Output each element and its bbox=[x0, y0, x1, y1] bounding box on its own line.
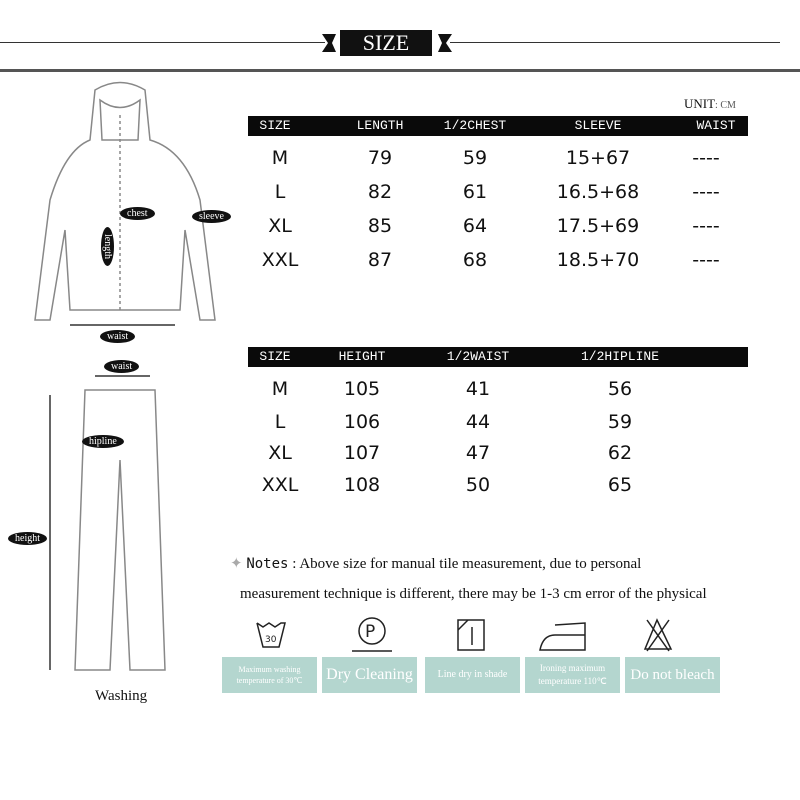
care-icons: 30 P bbox=[256, 617, 673, 652]
table-cell: 87 bbox=[367, 249, 393, 271]
washing-label: Washing bbox=[95, 688, 148, 704]
table-cell: 68 bbox=[462, 249, 488, 271]
care-ironing: Ironing maximum temperature 110℃ bbox=[525, 657, 620, 693]
care-line-dry: Line dry in shade bbox=[425, 657, 520, 693]
banner-ribbon-icon bbox=[322, 34, 452, 52]
header-length: LENGTH bbox=[356, 118, 404, 133]
table-row: L 106 44 59 bbox=[248, 407, 748, 437]
page-title: SIZE bbox=[340, 30, 432, 56]
svg-text:30: 30 bbox=[265, 635, 277, 645]
table-cell: 61 bbox=[462, 181, 488, 203]
table-cell: 15+67 bbox=[565, 147, 631, 169]
table-cell: 106 bbox=[343, 411, 381, 433]
table-cell: L bbox=[274, 181, 286, 203]
line-dry-shade-icon bbox=[457, 619, 485, 651]
garment-diagram bbox=[34, 81, 216, 671]
table-cell: 50 bbox=[465, 474, 491, 496]
table-cell: 107 bbox=[343, 442, 381, 464]
label-chest: chest bbox=[120, 207, 155, 220]
care-no-bleach: Do not bleach bbox=[625, 657, 720, 693]
unit-label: UNIT: CM bbox=[684, 96, 736, 111]
label-hipline: hipline bbox=[82, 435, 124, 448]
dry-clean-p-icon: P bbox=[352, 617, 392, 652]
table-cell: 56 bbox=[607, 378, 633, 400]
header-half-waist: 1/2WAIST bbox=[446, 349, 510, 364]
table-cell: M bbox=[271, 147, 289, 169]
table-cell: 47 bbox=[465, 442, 491, 464]
table-cell: 59 bbox=[462, 147, 488, 169]
top-table-header: SIZE LENGTH 1/2CHEST SLEEVE WAIST bbox=[248, 116, 748, 136]
notes-text-1: : Above size for manual tile measurement… bbox=[292, 556, 642, 572]
table-cell: 105 bbox=[343, 378, 381, 400]
table-cell: 64 bbox=[462, 215, 488, 237]
label-height: height bbox=[8, 532, 47, 545]
label-waist-jacket: waist bbox=[100, 330, 136, 343]
care-wash: Maximum washing temperature of 30℃ bbox=[222, 657, 317, 693]
label-sleeve: sleeve bbox=[192, 210, 231, 223]
table-cell: XL bbox=[268, 215, 292, 237]
table-cell: 85 bbox=[367, 215, 393, 237]
header-height: HEIGHT bbox=[338, 349, 386, 364]
table-cell: 79 bbox=[367, 147, 393, 169]
table-row: XXL 108 50 65 bbox=[248, 470, 748, 500]
table-row: XL 85 64 17.5+69 ---- bbox=[248, 211, 748, 241]
wash-30-icon: 30 bbox=[256, 622, 286, 648]
header-half-hipline: 1/2HIPLINE bbox=[580, 349, 660, 364]
table-cell: XL bbox=[268, 442, 292, 464]
table-row: M 79 59 15+67 ---- bbox=[248, 143, 748, 173]
table-cell: ---- bbox=[692, 215, 720, 237]
iron-low-icon bbox=[539, 622, 586, 651]
care-dry-clean: Dry Cleaning bbox=[322, 657, 417, 693]
header-chest: 1/2CHEST bbox=[443, 118, 507, 133]
header-size: SIZE bbox=[259, 349, 291, 364]
double-rule bbox=[0, 69, 800, 72]
title-rule-right bbox=[450, 42, 780, 43]
unit-text: UNIT bbox=[684, 96, 716, 111]
table-cell: XXL bbox=[261, 249, 299, 271]
header-waist: WAIST bbox=[696, 118, 736, 133]
label-length: length bbox=[101, 227, 114, 266]
table-cell: L bbox=[274, 411, 286, 433]
bottom-table-header: SIZE HEIGHT 1/2WAIST 1/2HIPLINE bbox=[248, 347, 748, 367]
table-cell: 65 bbox=[607, 474, 633, 496]
table-cell: 18.5+70 bbox=[556, 249, 640, 271]
svg-text:P: P bbox=[365, 622, 375, 642]
table-cell: ---- bbox=[692, 181, 720, 203]
table-cell: M bbox=[271, 378, 289, 400]
notes-label: Notes bbox=[246, 556, 289, 572]
table-cell: 62 bbox=[607, 442, 633, 464]
table-cell: 17.5+69 bbox=[556, 215, 640, 237]
header-sleeve: SLEEVE bbox=[574, 118, 622, 133]
header-size: SIZE bbox=[259, 118, 291, 133]
table-cell: 59 bbox=[607, 411, 633, 433]
table-row: XL 107 47 62 bbox=[248, 438, 748, 468]
table-cell: ---- bbox=[692, 249, 720, 271]
table-cell: ---- bbox=[692, 147, 720, 169]
table-row: M 105 41 56 bbox=[248, 374, 748, 404]
table-row: L 82 61 16.5+68 ---- bbox=[248, 177, 748, 207]
no-bleach-icon bbox=[643, 618, 673, 652]
label-waist-pants: waist bbox=[104, 360, 140, 373]
table-row: XXL 87 68 18.5+70 ---- bbox=[248, 245, 748, 275]
notes-line-2: measurement technique is different, ther… bbox=[240, 586, 707, 602]
title-rule-left bbox=[0, 42, 325, 43]
table-cell: XXL bbox=[261, 474, 299, 496]
table-cell: 44 bbox=[465, 411, 491, 433]
table-cell: 41 bbox=[465, 378, 491, 400]
table-cell: 108 bbox=[343, 474, 381, 496]
unit-value: CM bbox=[720, 100, 736, 111]
table-cell: 16.5+68 bbox=[556, 181, 640, 203]
notes-line-1: ✦ Notes : Above size for manual tile mea… bbox=[230, 556, 642, 572]
table-cell: 82 bbox=[367, 181, 393, 203]
